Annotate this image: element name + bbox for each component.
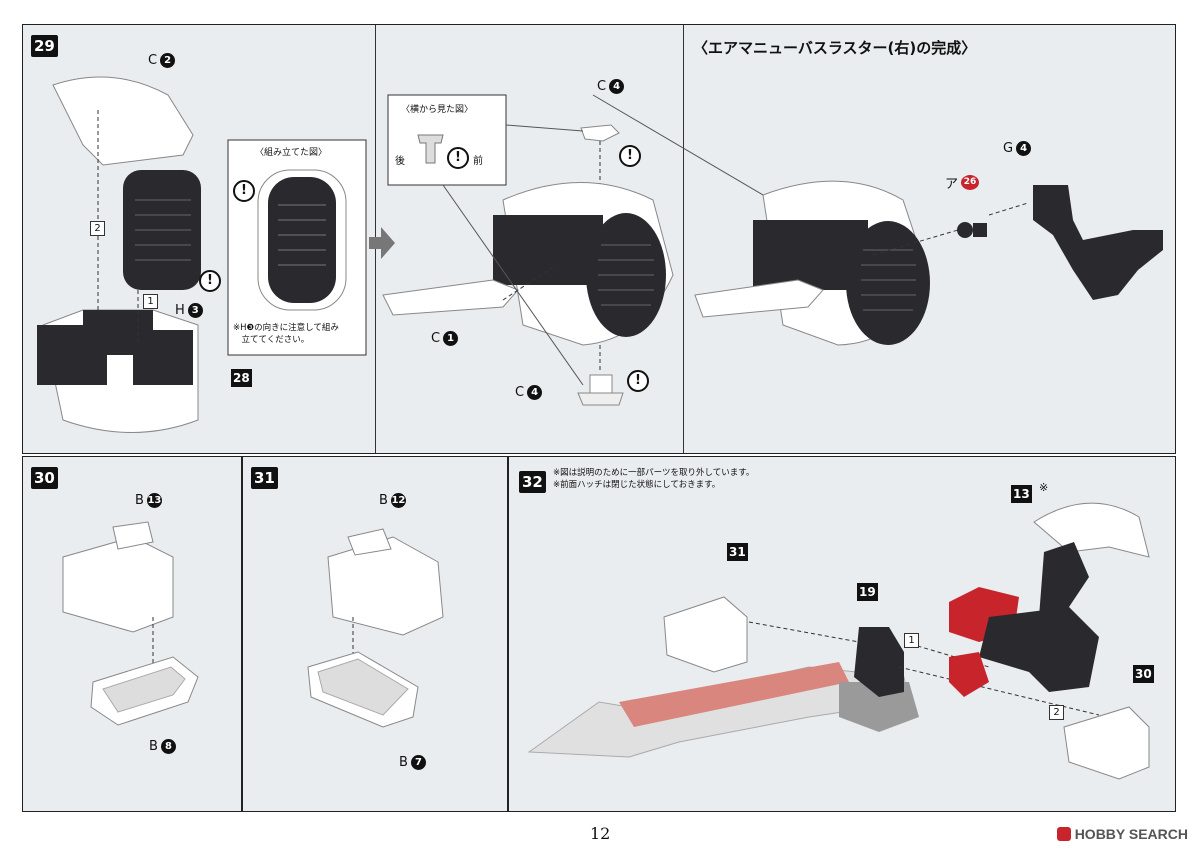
caution-icon: ! bbox=[233, 180, 255, 202]
part-number-badge: 7 bbox=[410, 755, 426, 770]
step-31-illustration bbox=[307, 528, 444, 728]
page-number: 12 bbox=[590, 824, 611, 843]
step-29-panel: 29 bbox=[22, 24, 1176, 454]
caution-icon: ! bbox=[619, 145, 641, 167]
side-view-front: 前 bbox=[473, 156, 483, 167]
sequence-2: 2 bbox=[90, 221, 105, 236]
part-number-badge: 8 bbox=[160, 739, 176, 754]
completion-title: 〈エアマニューバスラスター(右)の完成〉 bbox=[693, 39, 977, 57]
side-view-back: 後 bbox=[395, 156, 405, 167]
step-number: 30 bbox=[31, 467, 58, 489]
step-ref-30: 30 bbox=[1133, 665, 1154, 683]
caution-icon: ! bbox=[447, 147, 469, 169]
step-ref-28: 28 bbox=[231, 369, 252, 387]
part-number-badge: 1 bbox=[443, 331, 459, 346]
step-32-panel: 32 ※図は説明のために一部パーツを取り外しています。 ※前面ハッチは閉じた状態… bbox=[508, 456, 1176, 812]
caution-icon: ! bbox=[627, 370, 649, 392]
inset-note: ※H❸の向きに注意して組み 立ててください。 bbox=[233, 323, 339, 345]
step-number: 31 bbox=[251, 467, 278, 489]
step-ref-13: 13 bbox=[1011, 485, 1032, 503]
step-29-illustration bbox=[37, 76, 1163, 433]
step-ref-31: 31 bbox=[727, 543, 748, 561]
footnote-mark: ※ bbox=[1039, 481, 1049, 494]
sequence-2: 2 bbox=[1049, 705, 1064, 720]
step-number: 32 bbox=[519, 471, 546, 493]
step-number: 29 bbox=[31, 35, 58, 57]
step-30-illustration bbox=[62, 521, 199, 726]
step-ref-19: 19 bbox=[857, 583, 878, 601]
step-32-notes: ※図は説明のために一部パーツを取り外しています。 ※前面ハッチは閉じた状態にして… bbox=[553, 468, 755, 490]
part-number-badge: 13 bbox=[146, 493, 162, 508]
sequence-1: 1 bbox=[904, 633, 919, 648]
inset-title: 〈組み立てた図〉 bbox=[255, 148, 328, 158]
part-number-badge: 26 bbox=[961, 175, 980, 190]
sequence-1: 1 bbox=[143, 294, 158, 309]
part-number-badge: 4 bbox=[609, 79, 625, 94]
side-view-title: 〈横から見た図〉 bbox=[401, 105, 474, 115]
part-number-badge: 4 bbox=[1016, 141, 1032, 156]
part-number-badge: 3 bbox=[187, 303, 203, 318]
hobbysearch-logo-icon bbox=[1056, 827, 1071, 841]
part-number-badge: 4 bbox=[527, 385, 543, 400]
brand-logo: HOBBY SEARCH bbox=[1056, 826, 1188, 842]
step-32-illustration bbox=[527, 502, 1150, 780]
caution-icon: ! bbox=[199, 270, 221, 292]
part-number-badge: 12 bbox=[390, 493, 406, 508]
part-number-badge: 2 bbox=[160, 53, 176, 68]
panel-divider bbox=[683, 25, 684, 453]
